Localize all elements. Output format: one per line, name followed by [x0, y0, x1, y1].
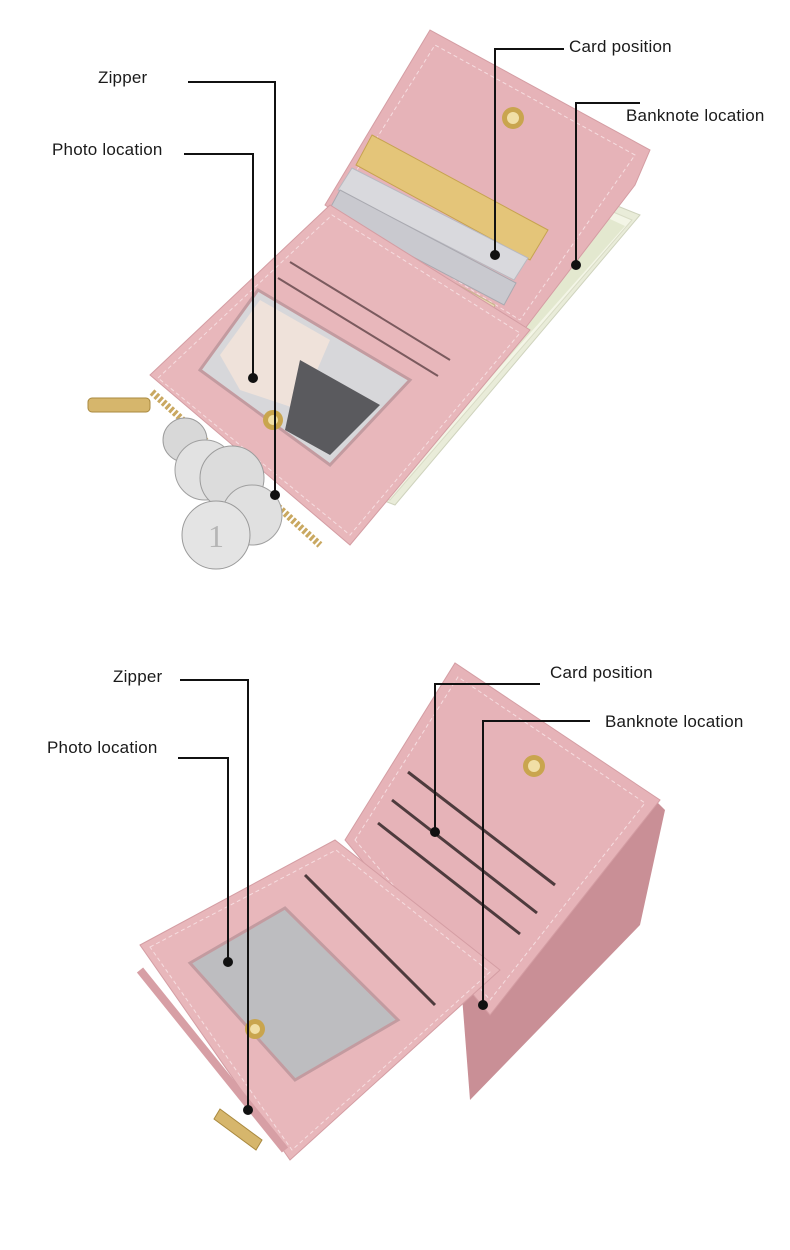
- wallet-view-empty: Zipper Photo location Card position Bank…: [0, 625, 790, 1250]
- snap-button-icon: [523, 755, 545, 777]
- label-card-position: Card position: [569, 37, 672, 56]
- leader-lines: [178, 679, 590, 1115]
- coin-icon: 1: [162, 417, 283, 570]
- label-photo-location: Photo location: [52, 140, 163, 159]
- leader-lines: [184, 48, 640, 500]
- svg-text:1: 1: [208, 518, 224, 554]
- wallet-photo: 1: [87, 29, 651, 570]
- label-zipper: Zipper: [98, 68, 148, 87]
- label-banknote-location: Banknote location: [605, 712, 744, 731]
- zipper-pull-icon: [87, 389, 323, 548]
- label-zipper: Zipper: [113, 667, 163, 686]
- snap-button-icon: [245, 1019, 265, 1039]
- wallet-photo: [136, 662, 665, 1161]
- zipper-pull-icon: [136, 967, 289, 1153]
- wallet-view-with-contents: 1 Zipper Photo location Card position Ba…: [0, 0, 790, 600]
- label-card-position: Card position: [550, 663, 653, 682]
- photo-window: [187, 906, 401, 1082]
- snap-button-icon: [263, 410, 283, 430]
- label-photo-location: Photo location: [47, 738, 158, 757]
- label-banknote-location: Banknote location: [626, 106, 765, 125]
- snap-button-icon: [502, 107, 524, 129]
